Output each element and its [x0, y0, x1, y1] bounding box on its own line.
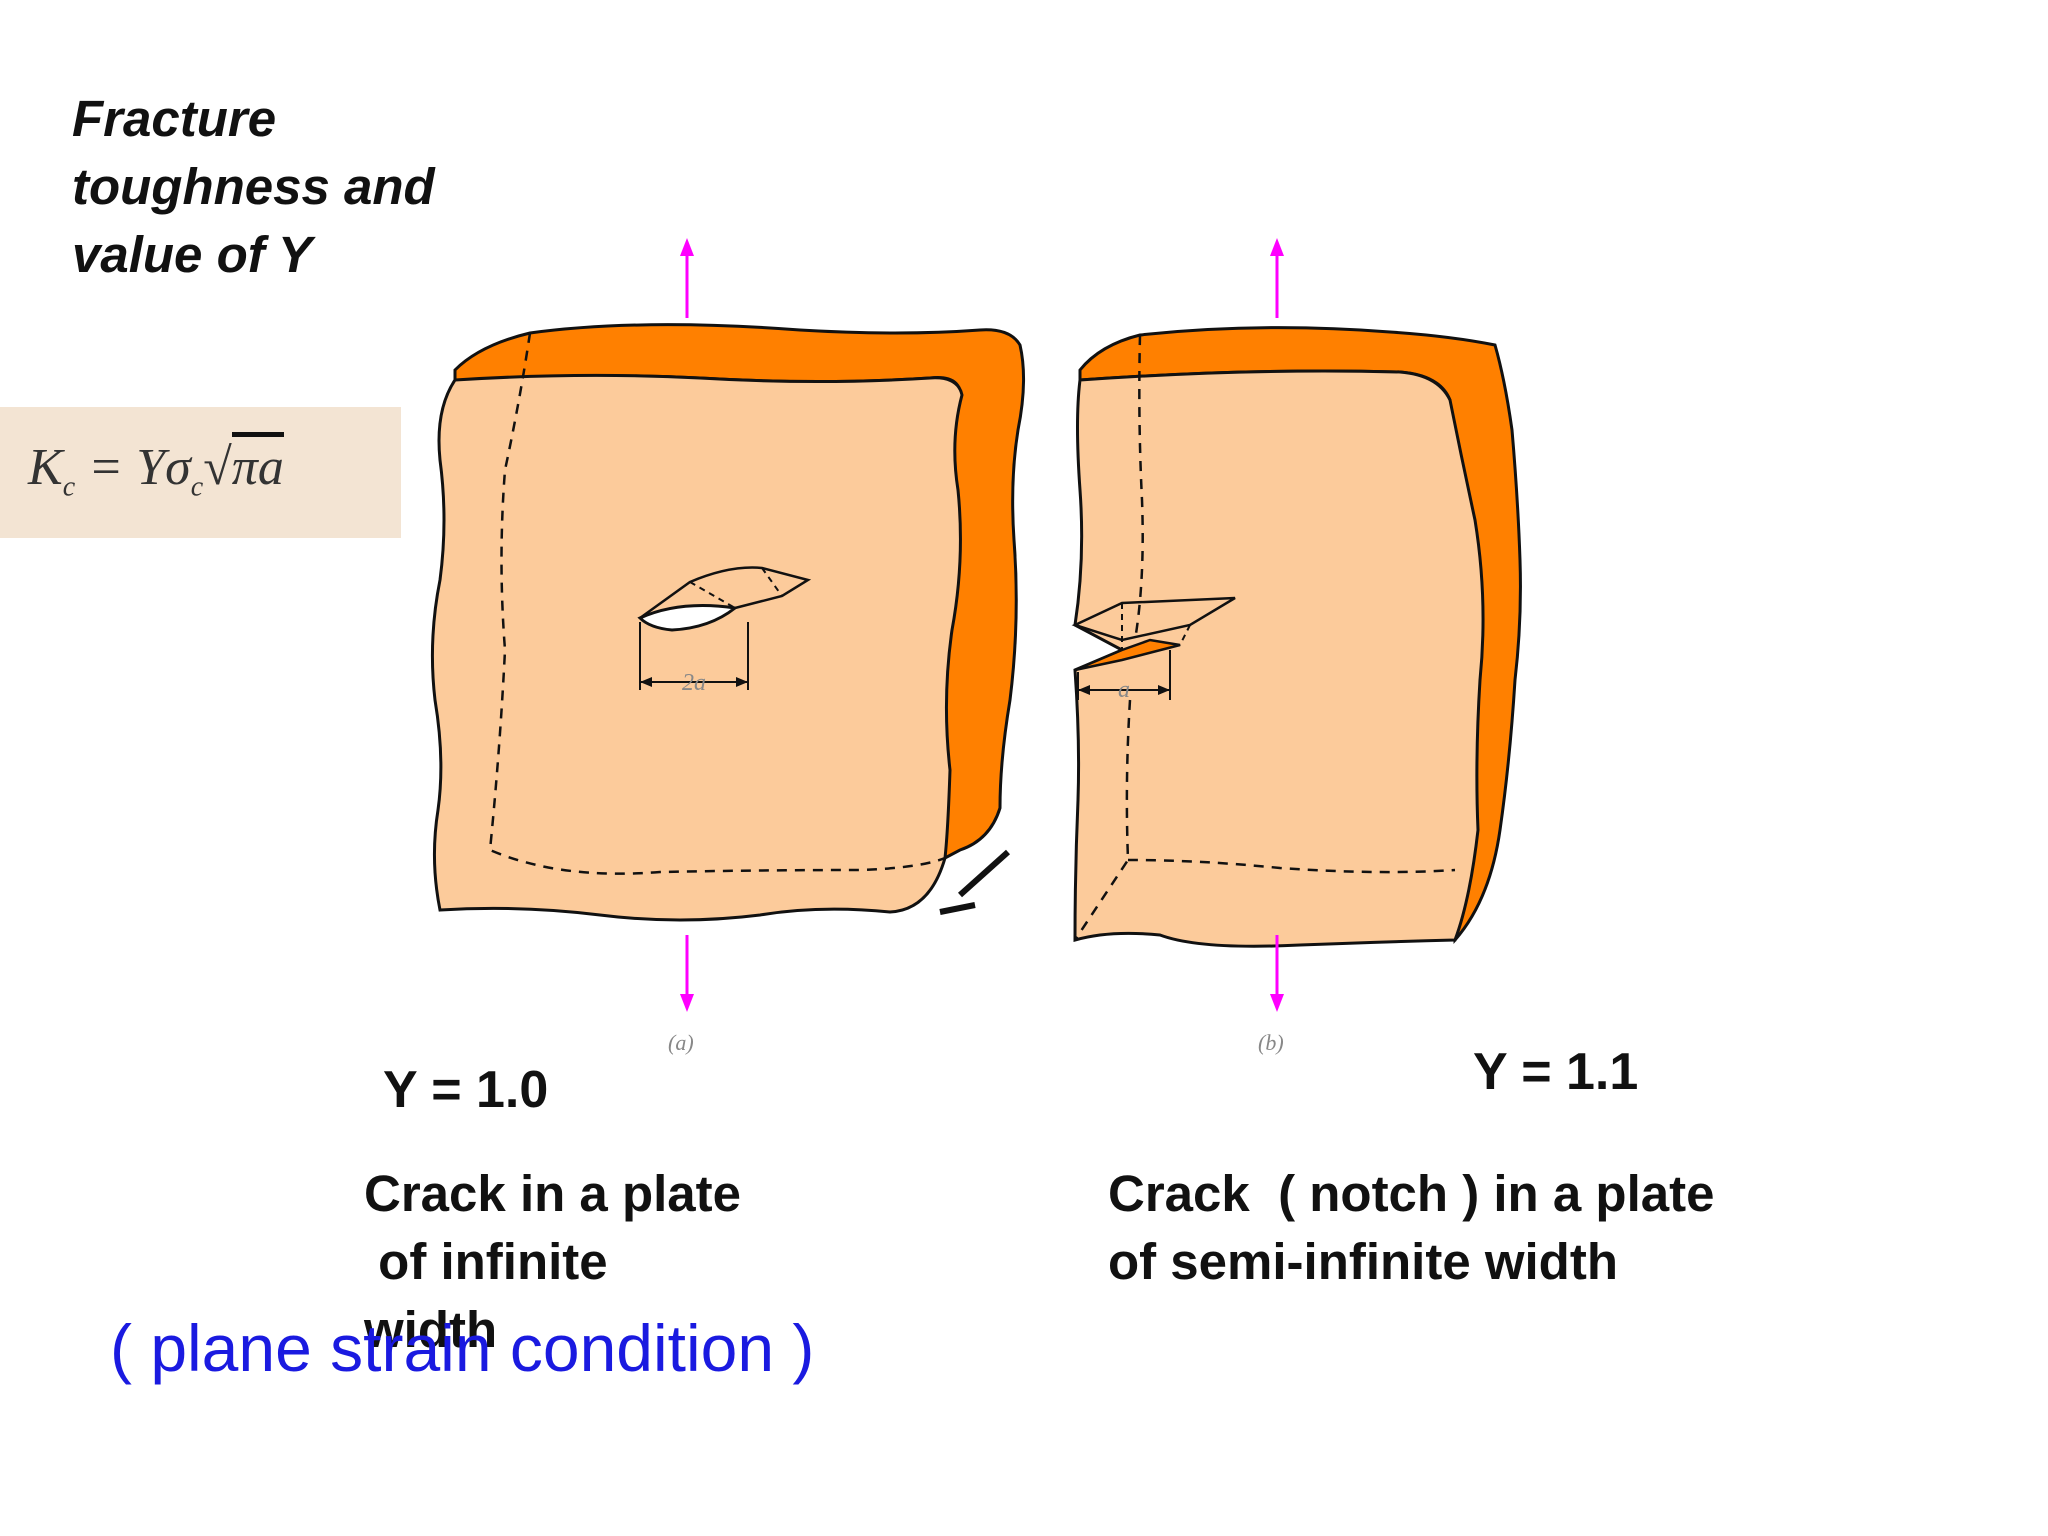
caption-b-line-2: of semi-infinite width: [1108, 1233, 1618, 1290]
formula-sigma: σ: [165, 439, 191, 496]
y-value-a: Y = 1.0: [383, 1061, 549, 1119]
load-arrow-bottom-a: [680, 935, 694, 1012]
subfigure-label-b: (b): [1258, 1030, 1284, 1055]
crack-a: [637, 566, 812, 690]
caption-a-line-1: Crack in a plate: [364, 1165, 741, 1222]
crack-b: [1071, 596, 1236, 700]
y-value-b: Y = 1.1: [1473, 1043, 1639, 1101]
thickness-arrow-a: [939, 849, 1011, 915]
formula-panel: [0, 407, 401, 538]
formula-y: Y: [136, 439, 166, 496]
load-arrow-top-a: [680, 238, 694, 318]
plate-b-face: [1073, 369, 1485, 948]
slide-title: Fracture toughness and value of Y: [72, 90, 435, 283]
crack-b-dimension-label: a: [1118, 677, 1130, 703]
subfigure-label-a: (a): [668, 1030, 694, 1055]
caption-a: Crack in a plate of infinite width: [364, 1160, 741, 1364]
caption-b-line-1: Crack ( notch ) in a plate: [1108, 1165, 1715, 1222]
plate-b: [1071, 238, 1522, 1012]
formula-radicand: πa: [231, 432, 284, 496]
formula-equals: =: [88, 439, 124, 496]
formula-sigma-subscript: c: [190, 471, 204, 503]
fracture-toughness-formula: Kc = Yσc√πa: [28, 432, 284, 503]
crack-a-dimension-label: 2a: [682, 670, 706, 696]
caption-a-line-2: of infinite: [364, 1233, 608, 1290]
plate-a-face: [430, 373, 964, 922]
plane-strain-note: ( plane strain condition ): [110, 1311, 815, 1385]
caption-b: Crack ( notch ) in a plate of semi-infin…: [1108, 1160, 1714, 1296]
load-arrow-top-b: [1270, 238, 1284, 318]
formula-kc-subscript: c: [62, 471, 76, 503]
crack-plates-diagram: 2a a: [430, 238, 1522, 1012]
formula-kc: K: [28, 439, 63, 496]
formula-root-sign: √: [203, 439, 232, 496]
plate-a: [430, 238, 1026, 1012]
load-arrow-bottom-b: [1270, 935, 1284, 1012]
plate-b-hidden-edges: [1073, 334, 1456, 941]
caption-a-line-3: width: [364, 1301, 498, 1358]
